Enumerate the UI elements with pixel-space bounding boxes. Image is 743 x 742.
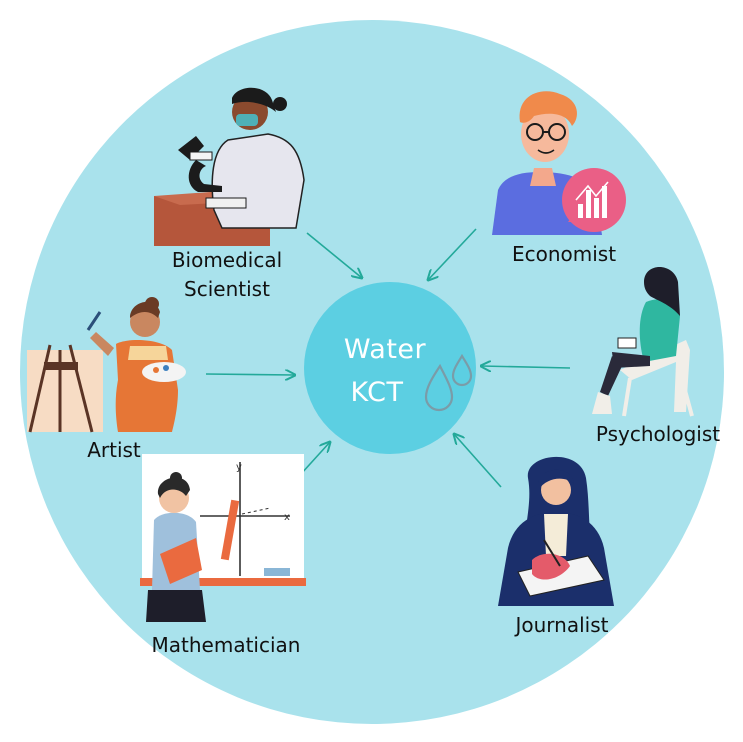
biomedical-scientist-illustration (154, 87, 305, 246)
mathematician-illustration: y x (140, 454, 306, 622)
label-mathematician: Mathematician (151, 633, 301, 657)
water-drops-icon (424, 353, 473, 412)
label-journalist: Journalist (515, 613, 609, 637)
center-title-line1: Water (343, 334, 427, 365)
svg-text:y: y (236, 462, 242, 473)
artist-illustration (27, 297, 186, 433)
bar-chart-icon (562, 168, 626, 232)
arrows (205, 228, 571, 497)
arrow-biomedical (306, 232, 362, 278)
svg-text:x: x (284, 512, 290, 523)
arrow-psychologist (481, 366, 571, 368)
label-biomedical-line2: Scientist (184, 277, 270, 301)
economist-illustration (492, 91, 626, 235)
arrow-economist (428, 228, 477, 280)
label-economist: Economist (511, 242, 617, 266)
arrow-artist (205, 374, 295, 375)
journalist-illustration (498, 456, 614, 606)
arrow-journalist (454, 434, 502, 488)
center-title-line2: KCT (350, 377, 404, 408)
label-artist: Artist (87, 438, 141, 462)
center-circle (304, 282, 476, 454)
psychologist-illustration (592, 267, 694, 417)
label-psychologist: Psychologist (595, 422, 721, 446)
label-biomedical-line1: Biomedical (171, 248, 283, 272)
